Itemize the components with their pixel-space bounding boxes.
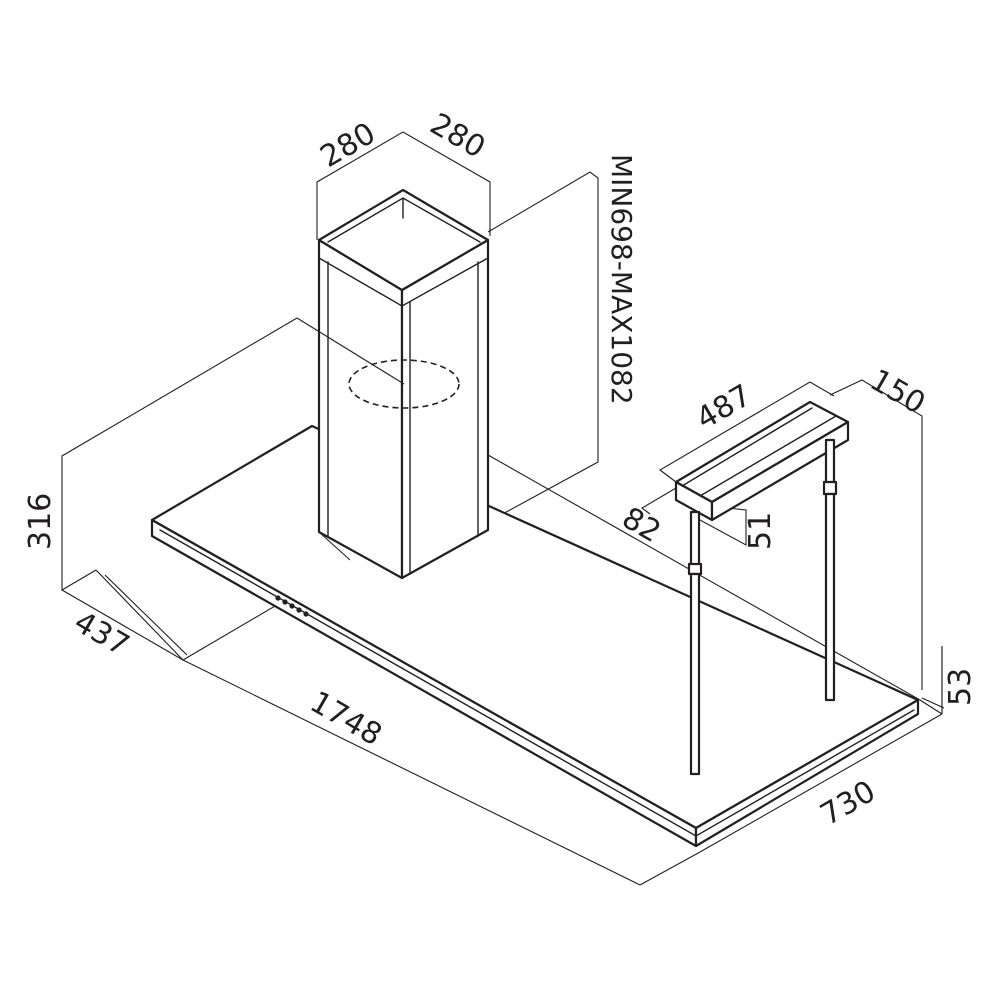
dim-316-lines	[61, 317, 298, 661]
control-button-2[interactable]	[282, 599, 288, 605]
label-316: 316	[23, 493, 58, 550]
dim-53-lines	[921, 646, 945, 714]
rail-top-edge	[681, 407, 837, 497]
label-1748: 1748	[304, 685, 388, 753]
hood-right-edge	[694, 698, 920, 848]
label-280-right: 280	[424, 107, 491, 166]
chimney-right-face	[400, 238, 490, 580]
hood-panel	[150, 424, 920, 848]
rod-front-lower	[689, 572, 701, 776]
duct-leader	[296, 317, 405, 385]
chimney-inner-rim	[327, 197, 481, 243]
rod-back-upper	[824, 438, 836, 486]
dim-height-range-lines	[487, 171, 599, 523]
chimney-corner-lines	[327, 261, 479, 575]
rail-side-face	[710, 420, 850, 522]
rod-front-upper	[689, 510, 701, 570]
rod-back-joint	[822, 480, 838, 496]
chimney-left-face	[317, 238, 404, 580]
label-280-left: 280	[315, 116, 382, 175]
suspension-rod-back	[822, 438, 838, 702]
label-437: 437	[68, 605, 135, 664]
label-51: 51	[743, 512, 778, 550]
dim-280-lines	[316, 131, 491, 240]
label-height-range: MIN698-MAX1082	[605, 154, 638, 405]
suspension-rod-front	[687, 510, 703, 776]
suspension-rail	[674, 400, 850, 776]
hood-back-edge	[487, 454, 921, 701]
label-487: 487	[691, 378, 758, 437]
rod-front-joint	[687, 562, 703, 576]
dim-487-lines	[659, 381, 835, 483]
label-730: 730	[815, 774, 882, 833]
chimney-top-rim	[317, 188, 490, 292]
control-panel[interactable]	[275, 595, 309, 617]
chimney-base-lines	[318, 455, 489, 561]
chimney-collar	[318, 257, 489, 307]
control-button-4[interactable]	[296, 607, 302, 613]
control-button-1[interactable]	[275, 595, 281, 601]
label-150: 150	[864, 363, 931, 422]
label-82: 82	[616, 501, 667, 550]
chimney	[296, 188, 490, 580]
duct-outlet-hidden	[348, 359, 460, 409]
control-button-3[interactable]	[289, 603, 295, 609]
hood-bevel-line	[159, 529, 915, 837]
label-53: 53	[943, 668, 978, 706]
dim-150-lines	[829, 379, 923, 690]
rod-back-lower	[824, 492, 836, 702]
control-button-5[interactable]	[303, 611, 309, 617]
